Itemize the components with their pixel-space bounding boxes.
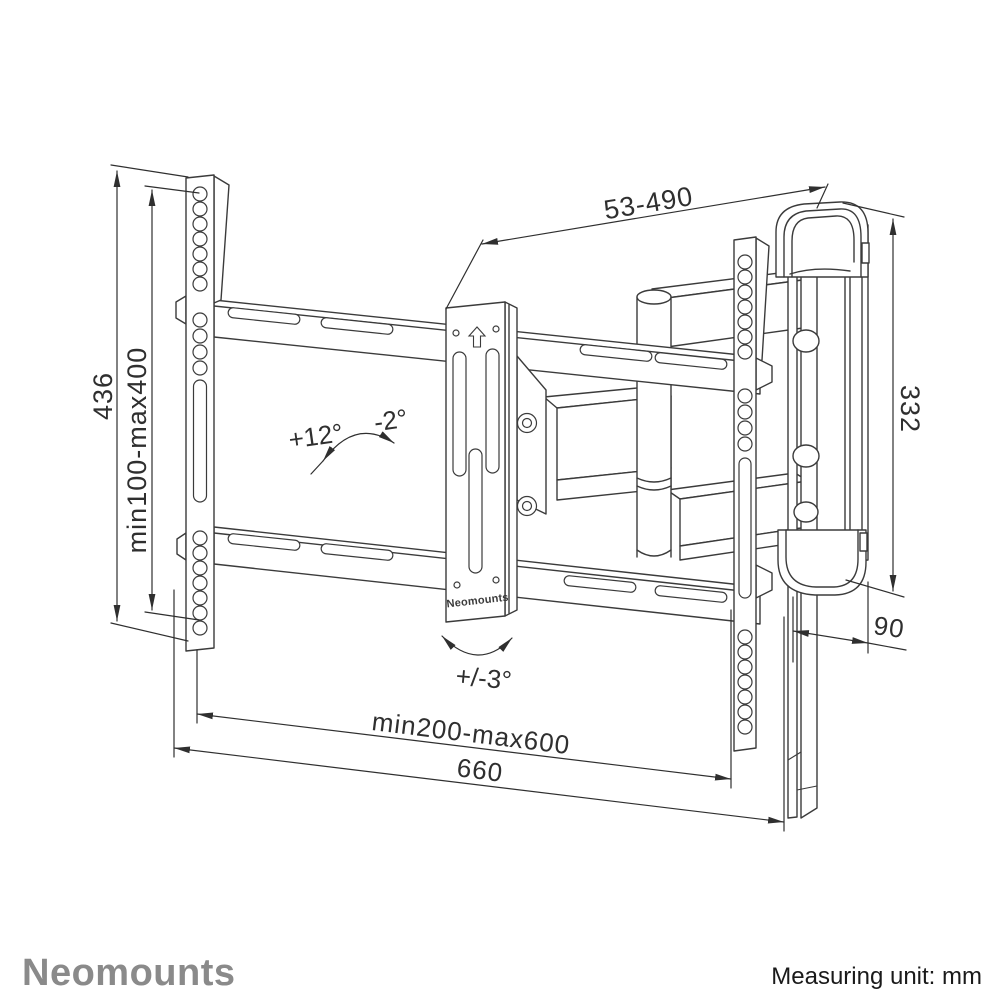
wall-depth-label: 90 xyxy=(872,610,907,644)
hinge-caps xyxy=(792,329,820,523)
up-arrow-icon xyxy=(467,326,487,348)
vesa-plate: Neomounts xyxy=(445,301,518,623)
level-adjust-annotation: +/-3° xyxy=(441,635,513,696)
pivot-column xyxy=(636,289,672,558)
dimension-total-height: 436 xyxy=(88,164,189,642)
wall-plate-height-label: 332 xyxy=(895,385,925,433)
tilt-angle-annotation: +12° -2° xyxy=(287,403,409,475)
dimension-vesa-vertical: min100-max400 xyxy=(122,185,200,621)
dimension-wall-plate-height: 332 xyxy=(842,202,925,598)
upper-swivel-arm xyxy=(651,270,811,348)
wall-plate xyxy=(844,224,869,563)
measuring-unit-note: Measuring unit: mm xyxy=(771,963,982,990)
footer: Neomounts Measuring unit: mm xyxy=(22,952,982,994)
tilt-forward-label: +12° xyxy=(287,417,345,454)
level-adjust-label: +/-3° xyxy=(455,661,513,696)
wall-hook-top xyxy=(775,201,870,278)
brand-logo-text: Neomounts xyxy=(22,952,236,994)
left-tv-rail xyxy=(175,174,230,652)
total-width-label: 660 xyxy=(455,752,505,787)
wall-hook-bottom xyxy=(777,529,868,596)
dimension-wall-depth: 90 xyxy=(792,581,907,663)
total-height-label: 436 xyxy=(88,372,118,420)
tilt-backward-label: -2° xyxy=(372,403,409,437)
vesa-horizontal-label: min200-max600 xyxy=(370,706,572,760)
extension-label: 53-490 xyxy=(602,181,696,225)
dimension-total-width: 660 xyxy=(173,589,785,832)
vesa-vertical-label: min100-max400 xyxy=(122,347,152,554)
plate-bracket xyxy=(516,355,547,517)
